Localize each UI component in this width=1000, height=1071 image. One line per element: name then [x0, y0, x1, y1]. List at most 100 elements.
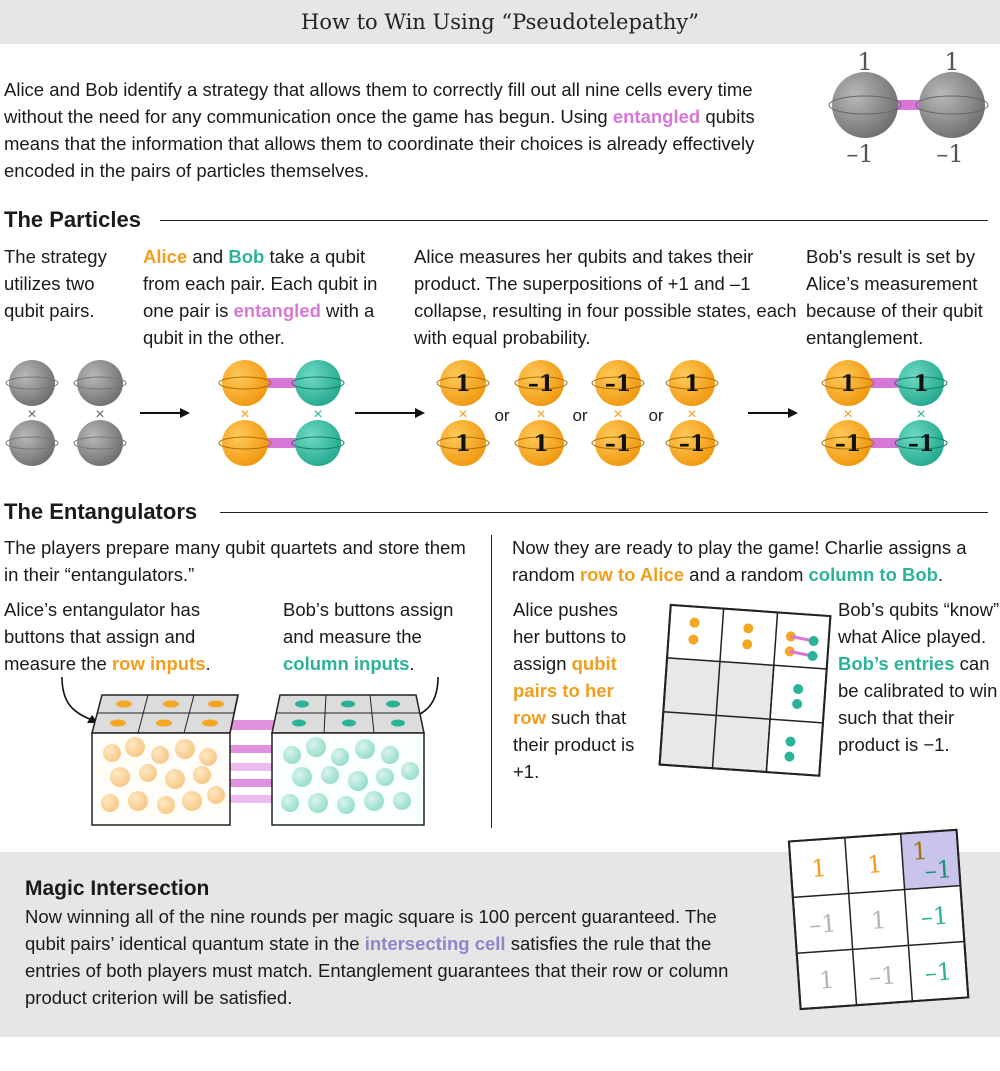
- bob-know-2: can be calibrated to win such that their…: [838, 653, 998, 755]
- state-2-top: –1: [528, 371, 554, 397]
- times-sign: ×: [240, 406, 249, 423]
- game-intro: Now they are ready to play the game! Cha…: [512, 534, 997, 588]
- bob-know-1: Bob’s qubits “know” what Alice played.: [838, 599, 1000, 647]
- alice-entangulator: [91, 694, 239, 826]
- intro-text-1: Alice and Bob identify a strategy that a…: [4, 79, 753, 127]
- bob-entangulator: [271, 694, 425, 826]
- magic-text-1: Now winning all of the nine rounds per m…: [25, 906, 717, 954]
- intro-text-2: qubits means that the information that a…: [4, 106, 755, 181]
- measured-states: 1 1 × –1 1 × –1 –1 × 1 –1 ×: [436, 360, 719, 466]
- cell-r2c2: 1: [870, 906, 887, 935]
- particles-diagram: × × × × 1 1 × –1 1 × –1 –1 × 1: [5, 360, 948, 466]
- fig-bottom-left: –1: [846, 140, 873, 168]
- or-label: or: [494, 406, 509, 425]
- times-sign: ×: [916, 406, 925, 423]
- cell-r2c1: –1: [808, 909, 837, 939]
- col2-text-1: take a qubit from each pair. Each qubit …: [143, 246, 378, 321]
- game-square: [658, 603, 832, 777]
- state-1-bottom: 1: [455, 431, 470, 457]
- bob-entangulator-text: Bob’s buttons assign and measure the col…: [283, 596, 483, 677]
- intro-paragraph: Alice and Bob identify a strategy that a…: [4, 76, 814, 184]
- result-pairs: 1 –1 1 –1 × ×: [821, 360, 948, 466]
- fig-top-right: 1: [944, 48, 959, 76]
- entangled-pair-figure: 1 1 –1 –1: [828, 48, 989, 168]
- game-intro-text-1: Now they are ready to play the game! Cha…: [512, 537, 967, 585]
- state-4-bottom: –1: [679, 431, 705, 457]
- bob-know-text: Bob’s qubits “know” what Alice played. B…: [838, 596, 1000, 758]
- section-divider: [491, 535, 492, 828]
- fig-top-left: 1: [857, 48, 872, 76]
- cell-r1c3-bob: –1: [924, 855, 953, 885]
- times-sign: ×: [95, 406, 104, 423]
- alice-push-2: such that their product is +1.: [513, 707, 635, 782]
- magic-text-2: satisfies the rule that the entries of b…: [25, 933, 729, 1008]
- period: .: [205, 653, 211, 674]
- particles-rule: [160, 220, 988, 221]
- cell-r3c2: –1: [868, 961, 897, 991]
- intro-entangled: entangled: [612, 106, 701, 127]
- game-intro-text-2: and a random: [684, 564, 809, 585]
- page-title: How to Win Using “Pseudotelepathy”: [301, 10, 699, 34]
- entangulators-illustration: [61, 676, 439, 826]
- arrow-right-icon: [140, 408, 190, 418]
- row-inputs-label: row inputs: [111, 653, 206, 674]
- cell-r2c3: –1: [920, 902, 949, 932]
- column-to-bob: column to Bob: [808, 564, 938, 585]
- magic-square: 1 1 1 –1 –1 1 –1 1 –1 –1: [787, 828, 970, 1011]
- alice-push-1: Alice pushes her buttons to assign: [513, 599, 627, 674]
- column-inputs-label: column inputs: [283, 653, 410, 674]
- magic-heading: Magic Intersection: [25, 877, 210, 900]
- cell-r1c3-alice: 1: [911, 837, 928, 866]
- period: .: [409, 653, 415, 674]
- and-text: and: [187, 246, 229, 267]
- entangulators-rule: [220, 512, 988, 513]
- times-sign: ×: [27, 406, 36, 423]
- cell-r1c2: 1: [866, 850, 883, 879]
- title-bar: How to Win Using “Pseudotelepathy”: [0, 0, 1000, 44]
- magic-text: Now winning all of the nine rounds per m…: [25, 903, 760, 1011]
- particles-col4: Bob's result is set by Alice’s measureme…: [806, 246, 983, 348]
- alice-label: Alice: [143, 246, 188, 267]
- bob-label: Bob: [228, 246, 265, 267]
- col2-text-2: with a qubit in the other.: [143, 300, 375, 348]
- result-bob-top: 1: [913, 371, 928, 397]
- gray-qubit-left: [828, 72, 902, 138]
- particles-col3: Alice measures her qubits and takes thei…: [414, 246, 797, 348]
- row-to-alice: row to Alice: [579, 564, 685, 585]
- arrow-right-icon: [748, 408, 798, 418]
- times-sign: ×: [313, 406, 322, 423]
- or-label: or: [572, 406, 587, 425]
- bobs-entries-label: Bob’s entries: [838, 653, 955, 674]
- entanglement-links: [228, 720, 278, 803]
- cell-r1c1: 1: [810, 854, 827, 883]
- times-sign: ×: [613, 406, 622, 423]
- state-2-bottom: 1: [533, 431, 548, 457]
- particles-col2: Alice and Bob take a qubit from each pai…: [143, 243, 398, 351]
- state-1-top: 1: [455, 371, 470, 397]
- gray-qubit-pairs: × ×: [5, 360, 127, 466]
- alice-entangulator-desc: Alice’s entangulator has buttons that as…: [4, 599, 201, 674]
- state-4-top: 1: [684, 371, 699, 397]
- times-sign: ×: [687, 406, 696, 423]
- alice-entangulator-text: Alice’s entangulator has buttons that as…: [4, 596, 244, 677]
- alice-bob-pairs: × ×: [218, 360, 345, 466]
- times-sign: ×: [536, 406, 545, 423]
- gray-qubit-right: [915, 72, 989, 138]
- bob-entangulator-desc: Bob’s buttons assign and measure the: [283, 599, 454, 647]
- fig-bottom-right: –1: [936, 140, 963, 168]
- particles-col1: The strategy utilizes two qubit pairs.: [4, 246, 107, 321]
- arrow-right-icon: [355, 408, 425, 418]
- entanglement-link: [875, 100, 935, 110]
- period: .: [937, 564, 944, 585]
- cell-r3c3: –1: [924, 957, 953, 987]
- alice-push-text: Alice pushes her buttons to assign qubit…: [513, 596, 643, 785]
- times-sign: ×: [843, 406, 852, 423]
- result-alice-bottom: –1: [835, 431, 861, 457]
- result-bob-bottom: –1: [908, 431, 934, 457]
- state-3-top: –1: [605, 371, 631, 397]
- result-alice-top: 1: [840, 371, 855, 397]
- state-3-bottom: –1: [605, 431, 631, 457]
- cell-r3c1: 1: [818, 966, 835, 995]
- or-label: or: [648, 406, 663, 425]
- intersecting-cell-label: intersecting cell: [364, 933, 506, 954]
